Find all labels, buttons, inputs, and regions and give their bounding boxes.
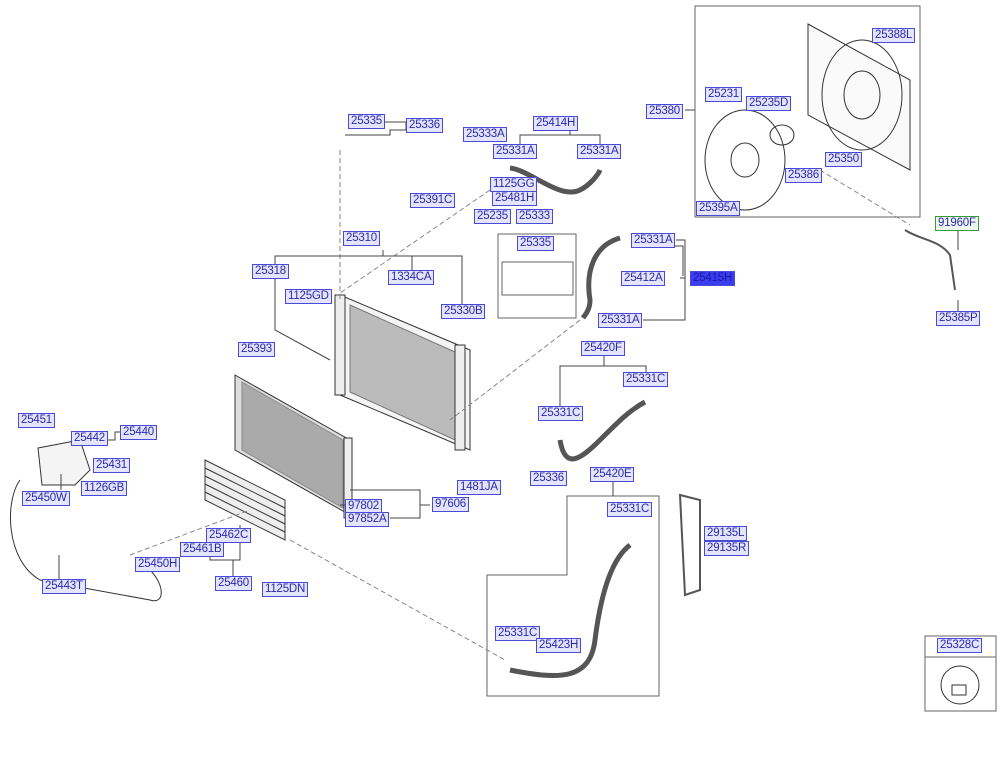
part-label-25460[interactable]: 25460 xyxy=(215,576,252,591)
part-label-25328c[interactable]: 25328C xyxy=(937,638,983,653)
caution-label-box xyxy=(924,635,997,712)
part-label-25330b[interactable]: 25330B xyxy=(441,304,486,319)
hose-kit-box xyxy=(486,495,660,697)
part-label-25331a[interactable]: 25331A xyxy=(493,144,538,159)
part-label-25415h[interactable]: 25415H xyxy=(690,271,736,286)
part-label-25462c[interactable]: 25462C xyxy=(206,528,252,543)
part-label-25331a[interactable]: 25331A xyxy=(577,144,622,159)
part-label-25442[interactable]: 25442 xyxy=(71,431,108,446)
part-label-25443t[interactable]: 25443T xyxy=(42,579,86,594)
part-label-25331c[interactable]: 25331C xyxy=(623,372,669,387)
part-label-29135l[interactable]: 29135L xyxy=(704,526,748,541)
part-label-25235[interactable]: 25235 xyxy=(474,209,511,224)
caution-symbol-icon xyxy=(940,665,980,705)
part-label-25412a[interactable]: 25412A xyxy=(621,271,666,286)
part-label-25385p[interactable]: 25385P xyxy=(936,311,981,326)
part-label-25388l[interactable]: 25388L xyxy=(872,28,916,43)
part-label-97606[interactable]: 97606 xyxy=(432,497,469,512)
part-label-25420e[interactable]: 25420E xyxy=(590,467,635,482)
condenser-drawing xyxy=(234,374,353,519)
part-label-25336[interactable]: 25336 xyxy=(406,118,443,133)
part-label-25310[interactable]: 25310 xyxy=(343,231,380,246)
part-label-25335[interactable]: 25335 xyxy=(517,236,554,251)
part-label-25431[interactable]: 25431 xyxy=(93,458,130,473)
part-label-25461b[interactable]: 25461B xyxy=(180,542,225,557)
fan-shroud-drawing xyxy=(704,23,911,211)
part-label-25336[interactable]: 25336 xyxy=(530,471,567,486)
leader-lines xyxy=(58,109,959,580)
part-label-1481ja[interactable]: 1481JA xyxy=(457,480,501,495)
part-label-25335[interactable]: 25335 xyxy=(348,114,385,129)
part-label-25423h[interactable]: 25423H xyxy=(536,638,582,653)
part-label-25420f[interactable]: 25420F xyxy=(581,341,625,356)
part-label-1125gd[interactable]: 1125GD xyxy=(285,289,332,304)
part-label-25350[interactable]: 25350 xyxy=(825,152,862,167)
radiator-drawing xyxy=(334,294,471,451)
part-label-1125dn[interactable]: 1125DN xyxy=(262,582,309,597)
fan-assembly-box xyxy=(694,5,921,218)
cap-kit-inner-box xyxy=(501,261,574,296)
part-label-25450h[interactable]: 25450H xyxy=(135,557,181,572)
assembly-guide-lines xyxy=(129,150,911,661)
part-label-91960f[interactable]: 91960F xyxy=(935,216,979,231)
part-label-97852a[interactable]: 97852A xyxy=(345,512,390,527)
part-label-25231[interactable]: 25231 xyxy=(705,87,742,102)
part-label-25331c[interactable]: 25331C xyxy=(607,502,653,517)
part-label-25333a[interactable]: 25333A xyxy=(463,127,508,142)
part-label-29135r[interactable]: 29135R xyxy=(704,541,750,556)
part-label-1125gg[interactable]: 1125GG xyxy=(490,177,538,192)
part-label-25331a[interactable]: 25331A xyxy=(631,233,676,248)
part-label-25393[interactable]: 25393 xyxy=(238,342,275,357)
part-label-25380[interactable]: 25380 xyxy=(646,104,683,119)
cap-kit-box xyxy=(497,233,577,319)
part-label-25331a[interactable]: 25331A xyxy=(598,313,643,328)
part-label-1334ca[interactable]: 1334CA xyxy=(388,270,435,285)
part-label-25333[interactable]: 25333 xyxy=(516,209,553,224)
part-label-1126gb[interactable]: 1126GB xyxy=(81,481,128,496)
part-label-25318[interactable]: 25318 xyxy=(252,264,289,279)
part-label-25386[interactable]: 25386 xyxy=(785,168,822,183)
part-label-25331c[interactable]: 25331C xyxy=(495,626,541,641)
part-label-25450w[interactable]: 25450W xyxy=(22,491,70,506)
part-label-25395a[interactable]: 25395A xyxy=(696,201,741,216)
part-label-25391c[interactable]: 25391C xyxy=(410,193,456,208)
part-label-25331c[interactable]: 25331C xyxy=(538,406,584,421)
part-label-25481h[interactable]: 25481H xyxy=(492,191,538,206)
part-label-25451[interactable]: 25451 xyxy=(18,413,55,428)
part-label-25235d[interactable]: 25235D xyxy=(746,96,792,111)
hoses-drawing xyxy=(509,165,956,679)
reservoir-drawing xyxy=(10,439,162,602)
part-label-25440[interactable]: 25440 xyxy=(120,425,157,440)
part-label-25414h[interactable]: 25414H xyxy=(533,116,579,131)
